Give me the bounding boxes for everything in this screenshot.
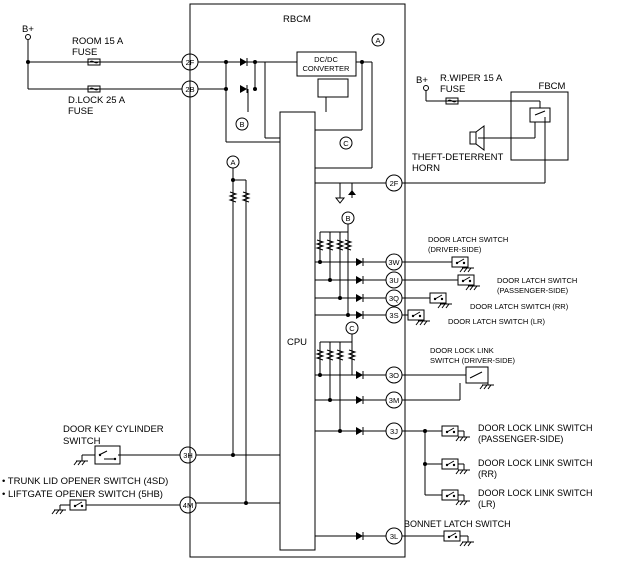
svg-text:BONNET LATCH SWITCH: BONNET LATCH SWITCH [404,519,511,529]
terminal-2f-top: 2F [186,58,195,67]
bonnet-latch-switch-icon [443,530,461,542]
svg-text:R.WIPER 15 A: R.WIPER 15 A [440,73,503,84]
door-lock-link-switch-lr-icon [441,489,459,501]
svg-text:DC/DC: DC/DC [314,55,338,64]
marker-a-top: A [375,36,380,45]
svg-text:DOOR KEY CYLINDER: DOOR KEY CYLINDER [63,424,164,435]
terminal-3o: 3O [389,371,399,380]
svg-text:(DRIVER-SIDE): (DRIVER-SIDE) [428,245,482,254]
svg-text:DOOR LOCK LINK SWITCH: DOOR LOCK LINK SWITCH [478,458,593,468]
svg-text:HORN: HORN [412,163,440,174]
svg-text:FUSE: FUSE [68,106,93,117]
svg-text:(LR): (LR) [478,499,496,509]
svg-text:(RR): (RR) [478,469,497,479]
svg-text:FUSE: FUSE [72,47,97,58]
dcdc-converter [296,51,357,77]
svg-text:B+: B+ [416,75,428,86]
terminal-3h: 3H [183,451,193,460]
bplus-label: B+ [22,24,34,35]
svg-text:SWITCH: SWITCH [63,436,101,447]
svg-text:• TRUNK LID OPENER SWITCH (4SD: • TRUNK LID OPENER SWITCH (4SD) [2,476,168,487]
resistor-icon [241,191,251,203]
marker-a-left: A [230,158,235,167]
svg-text:FUSE: FUSE [440,84,465,95]
door-latch-switch-rr-icon [429,292,447,304]
terminal-3s: 3S [389,311,398,320]
svg-text:DOOR LATCH SWITCH: DOOR LATCH SWITCH [497,276,577,285]
horn-icon [469,131,477,145]
svg-text:DOOR LATCH SWITCH: DOOR LATCH SWITCH [428,235,508,244]
terminal-2f-horn: 2F [390,179,399,188]
door-latch-switch-lr-icon [407,309,425,321]
marker-c-lower: C [349,324,355,333]
cpu-label: CPU [287,337,307,348]
door-lock-link-switch-rr-icon [441,458,459,470]
marker-c-upper: C [343,139,349,148]
svg-text:D.LOCK 25 A: D.LOCK 25 A [68,95,126,106]
cpu-box [279,111,316,551]
svg-text:SWITCH (DRIVER-SIDE): SWITCH (DRIVER-SIDE) [430,356,516,365]
svg-text:DOOR LOCK LINK SWITCH: DOOR LOCK LINK SWITCH [478,423,593,433]
terminal-3u: 3U [389,276,399,285]
svg-text:DOOR LOCK LINK SWITCH: DOOR LOCK LINK SWITCH [478,488,593,498]
svg-text:DOOR LATCH SWITCH (LR): DOOR LATCH SWITCH (LR) [448,317,545,326]
door-lock-link-switch-passenger-icon [441,425,459,437]
rbcm-label: RBCM [283,14,311,25]
svg-text:CONVERTER: CONVERTER [303,64,351,73]
terminal-3m: 3M [389,396,399,405]
svg-text:• LIFTGATE OPENER SWITCH (5HB): • LIFTGATE OPENER SWITCH (5HB) [2,489,163,500]
terminal-3w: 3W [388,258,400,267]
marker-b-upper: B [239,120,244,129]
svg-text:(PASSENGER-SIDE): (PASSENGER-SIDE) [497,286,569,295]
svg-text:DOOR LATCH SWITCH (RR): DOOR LATCH SWITCH (RR) [470,302,569,311]
diode-icon [239,84,248,94]
door-latch-switch-passenger-icon [457,274,475,286]
opener-switch-icon [69,499,87,511]
resistor-icon [228,191,238,203]
fbcm-relay [529,107,551,123]
door-latch-switch-driver-icon [451,256,469,268]
marker-b-lower: B [345,214,350,223]
terminal-2b: 2B [185,85,194,94]
svg-text:DOOR LOCK LINK: DOOR LOCK LINK [430,346,494,355]
terminal-3j: 3J [390,427,398,436]
fbcm-box [510,91,569,161]
regulator-block [317,78,349,98]
svg-text:ROOM 15 A: ROOM 15 A [72,36,124,47]
diode-icon [239,57,248,67]
terminal-3l: 3L [390,532,398,541]
terminal-3q: 3Q [389,294,399,303]
svg-text:(PASSENGER-SIDE): (PASSENGER-SIDE) [478,434,563,444]
fbcm-label: FBCM [539,81,566,92]
door-key-cylinder-switch-icon [94,445,121,465]
svg-text:THEFT-DETERRENT: THEFT-DETERRENT [412,152,504,163]
terminal-4m: 4M [183,501,193,510]
